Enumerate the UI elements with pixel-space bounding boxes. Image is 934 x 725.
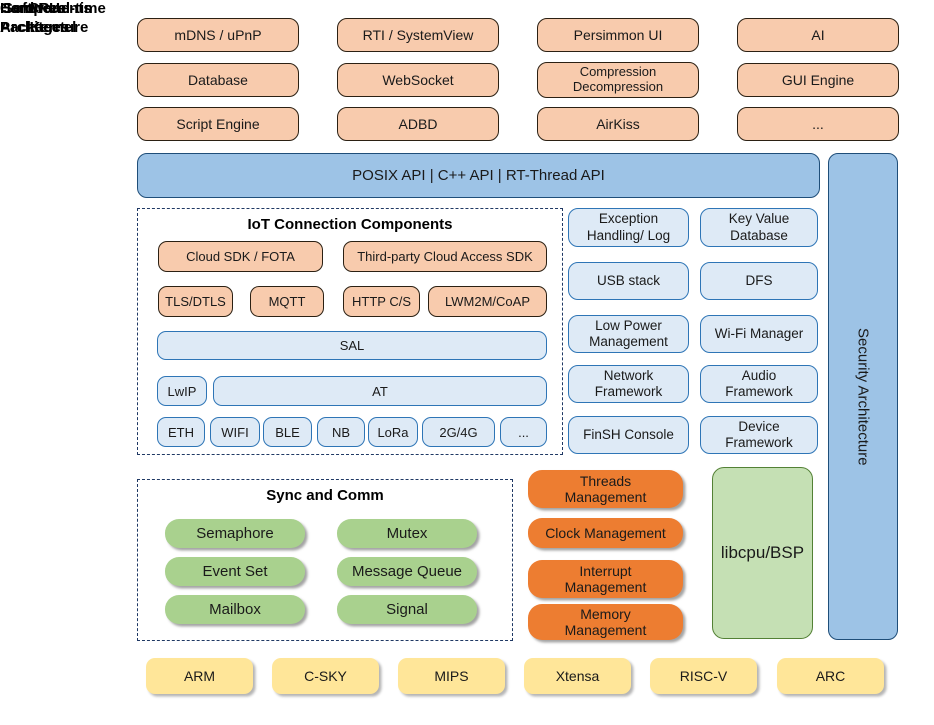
kernel-libcpu-bsp: libcpu/BSP (712, 467, 813, 639)
iot-third-party-cloud-access-sdk: Third-party Cloud Access SDK (343, 241, 547, 272)
section-label-kernel: Hard Real-time Kernel (0, 0, 106, 36)
iot-link-more: ... (500, 417, 547, 447)
kernel-message-queue: Message Queue (337, 557, 477, 586)
package-database: Database (137, 63, 299, 97)
package-persimmon-ui: Persimmon UI (537, 18, 699, 52)
iot-lwip: LwIP (157, 376, 207, 406)
section-label-software-packages: Software Packages (0, 0, 70, 36)
sync-and-comm-frame (137, 479, 513, 641)
cpu-mips: MIPS (398, 658, 505, 694)
cpu-arm: ARM (146, 658, 253, 694)
package-script-engine: Script Engine (137, 107, 299, 141)
component-wifi-manager: Wi-Fi Manager (700, 315, 818, 353)
cpu-c-sky: C-SKY (272, 658, 379, 694)
kernel-clock-management: Clock Management (528, 518, 683, 548)
section-label-cpu-architecture: CPU Architecture (0, 0, 89, 36)
section-label-components: Components (0, 0, 92, 17)
cpu-arc: ARC (777, 658, 884, 694)
iot-link-nb: NB (317, 417, 365, 447)
kernel-interrupt-management: Interrupt Management (528, 560, 683, 598)
kernel-event-set: Event Set (165, 557, 305, 586)
iot-tls-dtls: TLS/DTLS (158, 286, 233, 317)
cpu-risc-v: RISC-V (650, 658, 757, 694)
package-mdns-upnp: mDNS / uPnP (137, 18, 299, 52)
iot-link-2g4g: 2G/4G (422, 417, 495, 447)
package-ai: AI (737, 18, 899, 52)
iot-connection-components-frame (137, 208, 563, 455)
iot-link-ble: BLE (263, 417, 312, 447)
package-gui-engine: GUI Engine (737, 63, 899, 97)
iot-lwm2m-coap: LWM2M/CoAP (428, 286, 547, 317)
iot-cloud-sdk-fota: Cloud SDK / FOTA (158, 241, 323, 272)
api-layer-bar: POSIX API | C++ API | RT-Thread API (137, 153, 820, 198)
security-architecture-bar: Security Architecture (828, 153, 898, 640)
component-usb-stack: USB stack (568, 262, 689, 300)
kernel-mutex: Mutex (337, 519, 477, 548)
component-device-framework: Device Framework (700, 416, 818, 454)
iot-connection-components-title: IoT Connection Components (247, 216, 453, 233)
package-airkiss: AirKiss (537, 107, 699, 141)
iot-link-lora: LoRa (368, 417, 418, 447)
package-adbd: ADBD (337, 107, 499, 141)
component-exception-handling-log: Exception Handling/ Log (568, 208, 689, 247)
component-network-framework: Network Framework (568, 365, 689, 403)
cpu-xtensa: Xtensa (524, 658, 631, 694)
component-dfs: DFS (700, 262, 818, 300)
iot-link-eth: ETH (157, 417, 205, 447)
component-key-value-database: Key Value Database (700, 208, 818, 247)
sync-and-comm-title: Sync and Comm (266, 487, 384, 504)
iot-http-cs: HTTP C/S (343, 286, 420, 317)
iot-mqtt: MQTT (250, 286, 324, 317)
component-audio-framework: Audio Framework (700, 365, 818, 403)
iot-at: AT (213, 376, 547, 406)
iot-link-wifi: WIFI (210, 417, 260, 447)
component-finsh-console: FinSH Console (568, 416, 689, 454)
kernel-mailbox: Mailbox (165, 595, 305, 624)
kernel-signal: Signal (337, 595, 477, 624)
component-low-power-management: Low Power Management (568, 315, 689, 353)
kernel-memory-management: Memory Management (528, 604, 683, 640)
iot-sal-layer: SAL (157, 331, 547, 360)
kernel-semaphore: Semaphore (165, 519, 305, 548)
kernel-threads-management: Threads Management (528, 470, 683, 508)
package-rti-systemview: RTI / SystemView (337, 18, 499, 52)
package-more: ... (737, 107, 899, 141)
package-websocket: WebSocket (337, 63, 499, 97)
package-compression-decompression: Compression Decompression (537, 62, 699, 98)
